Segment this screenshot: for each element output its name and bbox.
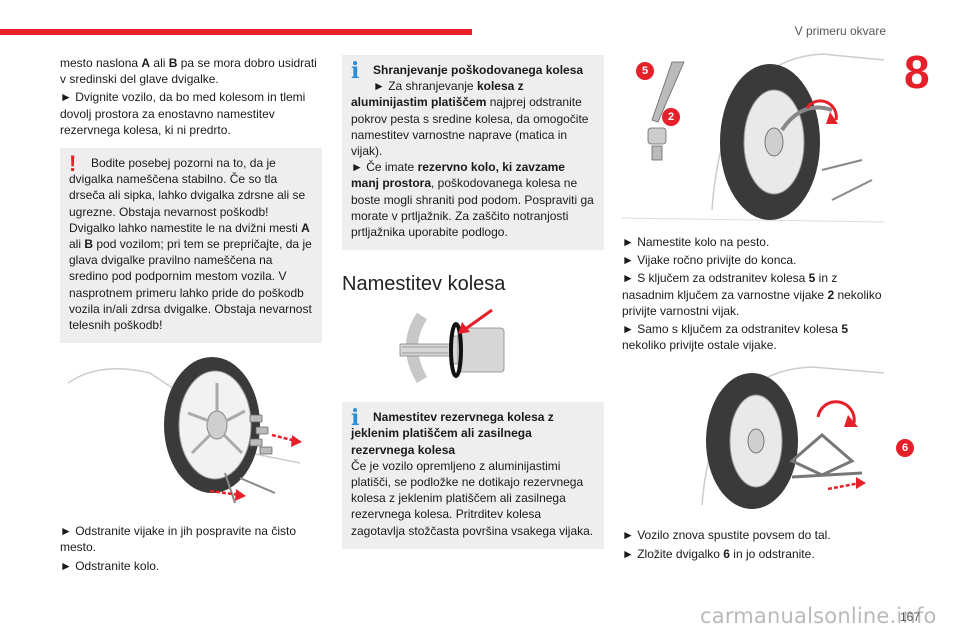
header-accent-bar — [0, 29, 472, 35]
warning-text-2: Dvigalko lahko namestite le na dvižni me… — [69, 220, 312, 333]
info-icon: i — [351, 405, 360, 432]
step-tighten-other-bolts: ► Samo s ključem za odstranitev kolesa 5… — [622, 322, 848, 353]
callout-2-badge: 2 — [662, 108, 680, 126]
column-2: i Shranjevanje poškodovanega kolesa ► Za… — [342, 55, 604, 549]
warning-text-1: Bodite posebej pozorni na to, da je dvig… — [69, 156, 306, 219]
info-icon: i — [351, 58, 360, 84]
callout-5-badge: 5 — [636, 62, 654, 80]
warning-box: ! Bodite posebej pozorni na to, da je dv… — [60, 148, 322, 344]
info-storage-text-2: ► Če imate rezervno kolo, ki zavzame man… — [351, 160, 594, 240]
illustration-bolt — [392, 306, 604, 390]
column-1: mesto naslona A ali B pa se mora dobro u… — [60, 55, 322, 576]
step-hand-tighten: ► Vijake ročno privijte do konca. — [622, 253, 797, 268]
paragraph-jack-placement: mesto naslona A ali B pa se mora dobro u… — [60, 56, 317, 87]
warning-icon: ! — [69, 151, 77, 177]
step-tighten-security-bolt: ► S ključem za odstranitev kolesa 5 in z… — [622, 271, 882, 318]
page-number: 167 — [899, 610, 920, 624]
illustration-remove-bolts — [60, 353, 322, 511]
info-title-mounting: Namestitev rezervnega kolesa z jeklenim … — [351, 410, 554, 457]
column-3: 5 2 ► Namestite kolo na pesto. ► Vijake … — [621, 50, 914, 564]
illustration-lower-vehicle: 6 — [622, 365, 914, 515]
lower-vehicle-illustration — [701, 366, 885, 510]
info-mounting-text: Če je vozilo opremljeno z aluminijastimi… — [351, 458, 594, 538]
info-storage-text-1: ► Za shranjevanje kolesa z aluminijastim… — [351, 79, 589, 159]
watermark: carmanualsonline.info — [700, 604, 937, 628]
chapter-number: 8 — [904, 46, 930, 98]
bolt-illustration — [399, 309, 505, 384]
step-raise-vehicle: ► Dvignite vozilo, da bo med kolesom in … — [60, 90, 306, 137]
step-remove-bolts: ► Odstranite vijake in jih pospravite na… — [60, 524, 296, 555]
info-box-mounting: i Namestitev rezervnega kolesa z jekleni… — [342, 402, 604, 549]
step-lower-vehicle: ► Vozilo znova spustite povsem do tal. — [622, 528, 831, 543]
step-place-wheel: ► Namestite kolo na pesto. — [622, 235, 770, 249]
section-title: V primeru okvare — [794, 24, 886, 38]
mount-wheel-illustration — [621, 53, 885, 223]
step-remove-wheel: ► Odstranite kolo. — [60, 558, 160, 573]
info-title-storage: Shranjevanje poškodovanega kolesa — [373, 63, 584, 77]
info-box-storage: i Shranjevanje poškodovanega kolesa ► Za… — [342, 55, 604, 251]
wheel-bolts-illustration — [67, 357, 302, 504]
callout-6-badge: 6 — [896, 439, 914, 458]
illustration-mount-wheel: 5 2 — [621, 50, 885, 228]
section-heading: Namestitev kolesa — [342, 273, 506, 296]
step-fold-jack: ► Zložite dvigalko 6 in jo odstranite. — [622, 546, 815, 561]
